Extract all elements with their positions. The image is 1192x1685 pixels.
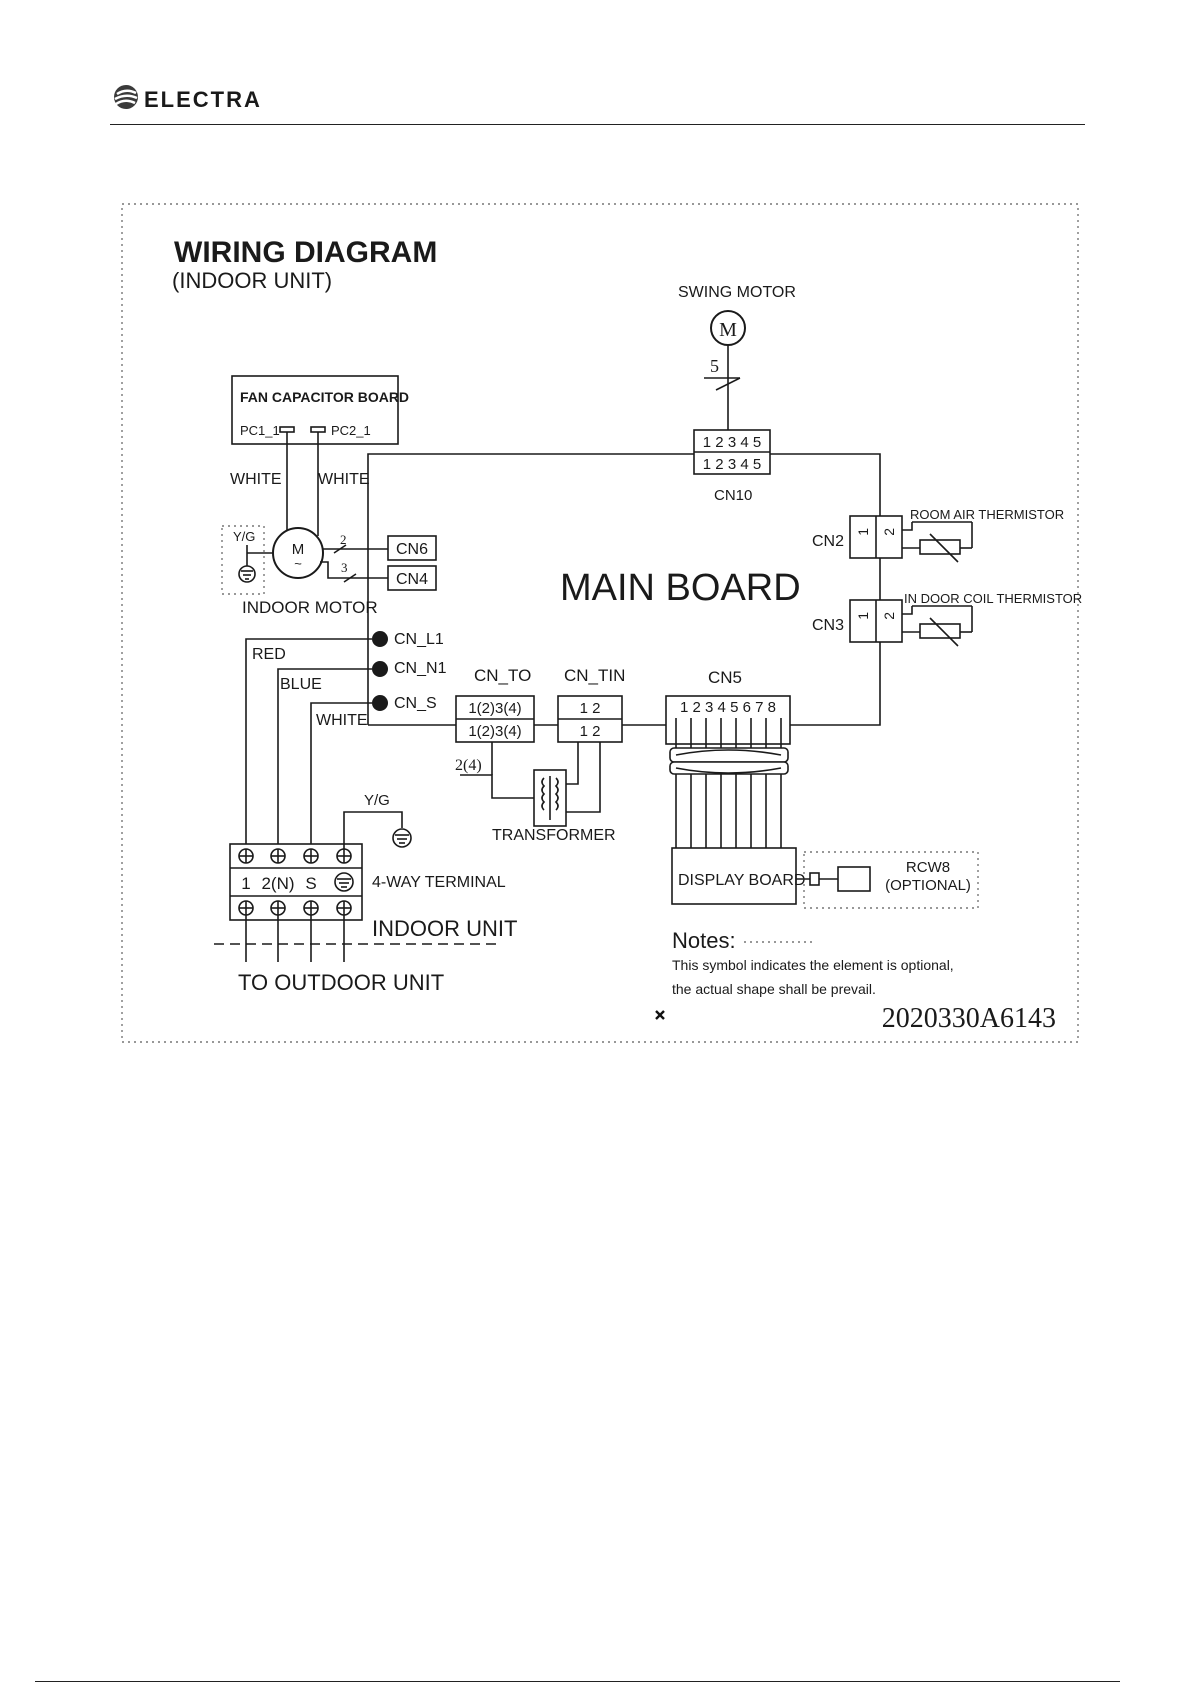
cn-l1-terminal bbox=[372, 631, 388, 647]
svg-text:1: 1 bbox=[241, 874, 250, 893]
diagram-subtitle: (INDOOR UNIT) bbox=[172, 268, 332, 293]
svg-text:M: M bbox=[292, 541, 305, 558]
terminal-screws-top bbox=[238, 848, 352, 864]
rcw8-name: RCW8 bbox=[906, 859, 950, 876]
svg-text:S: S bbox=[305, 874, 316, 893]
svg-text:2: 2 bbox=[340, 532, 347, 547]
swing-motor-label: SWING MOTOR bbox=[678, 284, 796, 301]
document-code: 2020330A6143 bbox=[882, 1003, 1056, 1034]
cn5-ribbon-cable bbox=[669, 718, 789, 848]
svg-text:WHITE: WHITE bbox=[316, 712, 368, 729]
connector-icon bbox=[809, 872, 820, 886]
cn2-label: CN2 bbox=[812, 533, 844, 550]
svg-text:ROOM AIR THERMISTOR: ROOM AIR THERMISTOR bbox=[910, 507, 1064, 522]
swing-wire-count: 5 bbox=[710, 356, 719, 376]
svg-text:Y/G: Y/G bbox=[364, 792, 390, 809]
svg-text:~: ~ bbox=[294, 556, 302, 571]
svg-text:IN DOOR COIL THERMISTOR: IN DOOR COIL THERMISTOR bbox=[904, 591, 1082, 606]
cn-to-wire-label: 2(4) bbox=[455, 757, 482, 774]
svg-text:PC1_1: PC1_1 bbox=[240, 423, 280, 438]
notes-line-1: This symbol indicates the element is opt… bbox=[672, 957, 954, 973]
indoor-unit-label: INDOOR UNIT bbox=[372, 916, 517, 941]
transformer-label: TRANSFORMER bbox=[492, 827, 616, 844]
indoor-motor-label: INDOOR MOTOR bbox=[242, 598, 378, 617]
close-icon bbox=[655, 1010, 665, 1020]
svg-text:1(2)3(4): 1(2)3(4) bbox=[468, 723, 521, 740]
cn10-label: CN10 bbox=[714, 487, 752, 504]
rcw8-note: (OPTIONAL) bbox=[885, 877, 971, 894]
svg-text:2: 2 bbox=[881, 612, 897, 620]
svg-text:CN_S: CN_S bbox=[394, 695, 437, 712]
svg-text:1(2)3(4): 1(2)3(4) bbox=[468, 700, 521, 717]
svg-text:1: 1 bbox=[855, 528, 871, 536]
svg-text:CN_N1: CN_N1 bbox=[394, 660, 447, 677]
svg-text:1 2 3 4 5 6 7 8: 1 2 3 4 5 6 7 8 bbox=[680, 699, 776, 716]
svg-text:Y/G: Y/G bbox=[233, 529, 255, 544]
svg-text:3: 3 bbox=[341, 560, 348, 575]
cn-to-label: CN_TO bbox=[474, 666, 531, 685]
svg-text:WHITE: WHITE bbox=[318, 471, 370, 488]
svg-text:RED: RED bbox=[252, 646, 286, 663]
rcw8-optional-box bbox=[803, 851, 979, 909]
cn5-connector bbox=[665, 695, 791, 745]
ground-icon bbox=[392, 828, 412, 848]
ground-icon bbox=[334, 872, 354, 892]
svg-text:PC2_1: PC2_1 bbox=[331, 423, 371, 438]
electra-logo: ELECTRA bbox=[114, 85, 262, 112]
to-outdoor-label: TO OUTDOOR UNIT bbox=[238, 970, 444, 995]
ground-icon bbox=[238, 565, 256, 583]
diagram-frame bbox=[121, 203, 1079, 1043]
cn3-label: CN3 bbox=[812, 617, 844, 634]
cn4-connector bbox=[387, 565, 437, 591]
svg-text:FAN CAPACITOR BOARD: FAN CAPACITOR BOARD bbox=[240, 389, 409, 405]
room-air-thermistor-icon bbox=[919, 539, 961, 555]
svg-text:2(N): 2(N) bbox=[261, 874, 294, 893]
optional-ground-box bbox=[221, 525, 265, 595]
notes-line-2: the actual shape shall be prevail. bbox=[672, 981, 876, 997]
svg-text:1: 1 bbox=[855, 612, 871, 620]
main-board-outline bbox=[367, 453, 694, 725]
cn-n1-terminal bbox=[372, 661, 388, 677]
main-board-label: MAIN BOARD bbox=[560, 567, 801, 609]
diagram-title: WIRING DIAGRAM bbox=[174, 236, 437, 269]
svg-text:BLUE: BLUE bbox=[280, 676, 322, 693]
svg-text:2: 2 bbox=[881, 528, 897, 536]
rcw8-module bbox=[837, 866, 871, 892]
terminal-label: 4-WAY TERMINAL bbox=[372, 874, 506, 891]
coil-thermistor-icon bbox=[919, 623, 961, 639]
footer-divider bbox=[35, 1681, 1120, 1682]
svg-text:M: M bbox=[719, 319, 737, 341]
swing-motor-icon: M bbox=[710, 310, 746, 346]
svg-text:1 2: 1 2 bbox=[580, 723, 601, 740]
svg-text:1 2: 1 2 bbox=[580, 700, 601, 717]
svg-text:DISPLAY BOARD: DISPLAY BOARD bbox=[678, 872, 805, 889]
cn-s-terminal bbox=[372, 695, 388, 711]
svg-text:1 2 3 4 5: 1 2 3 4 5 bbox=[703, 456, 761, 473]
display-board bbox=[671, 847, 797, 905]
cn-tin-label: CN_TIN bbox=[564, 666, 625, 685]
cn6-connector bbox=[387, 535, 437, 561]
cn5-label: CN5 bbox=[708, 668, 742, 687]
svg-text:CN4: CN4 bbox=[396, 571, 428, 588]
brand-name: ELECTRA bbox=[144, 87, 262, 112]
notes-title: Notes: bbox=[672, 928, 736, 953]
page-header: ELECTRA bbox=[110, 84, 1085, 128]
svg-text:1 2 3 4 5: 1 2 3 4 5 bbox=[703, 434, 761, 451]
svg-text:CN_L1: CN_L1 bbox=[394, 631, 444, 648]
header-divider bbox=[110, 124, 1085, 125]
svg-text:WHITE: WHITE bbox=[230, 471, 282, 488]
svg-text:CN6: CN6 bbox=[396, 541, 428, 558]
electra-swirl-icon bbox=[114, 85, 138, 109]
